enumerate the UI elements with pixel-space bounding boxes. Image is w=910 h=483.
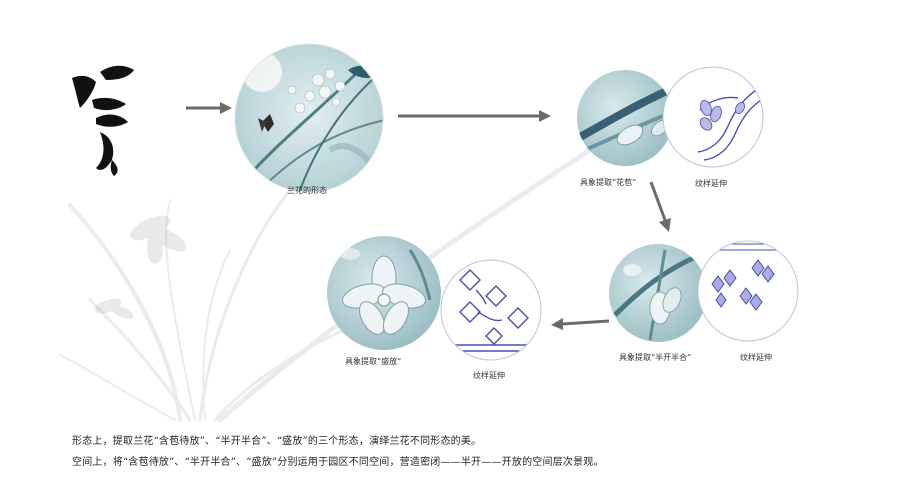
arrow-2 xyxy=(398,110,551,122)
bloom-extract-circle xyxy=(327,236,441,350)
caption-pattern-3: 纹样延伸 xyxy=(473,371,505,380)
background-orchid-flower xyxy=(94,215,187,319)
pattern-circle-2 xyxy=(698,241,798,341)
caption-orchid-form: 兰花的形态 xyxy=(287,186,327,195)
arrow-3 xyxy=(649,181,671,232)
pattern-circle-3 xyxy=(441,260,541,360)
caption-half-open-extract: 具象提取“半开半合” xyxy=(619,353,692,362)
orchid-painting-circle xyxy=(235,44,383,192)
arrow-1 xyxy=(186,102,232,114)
description-line-1: 形态上，提取兰花“含苞待放”、“半开半合”、“盛放”的三个形态，演绎兰花不同形态… xyxy=(72,436,482,447)
caption-pattern-2: 纹样延伸 xyxy=(740,353,772,362)
caption-bud-extract: 具象提取“花苞” xyxy=(580,178,637,187)
calligraphy-lan-character xyxy=(72,65,134,176)
pattern-circle-1 xyxy=(663,67,763,167)
arrow-4 xyxy=(551,318,610,330)
description-line-2: 空间上，将“含苞待放”、“半开半合”、“盛放”分别运用于园区不同空间，营造密闭—… xyxy=(72,457,604,468)
caption-pattern-1: 纹样延伸 xyxy=(695,179,727,188)
caption-bloom-extract: 具象提取“盛放” xyxy=(345,357,402,366)
half-open-extract-circle xyxy=(609,244,707,342)
